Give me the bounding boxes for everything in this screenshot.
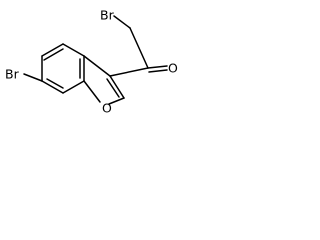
bond-o-c2 xyxy=(108,97,125,105)
bond-c2-c3-double xyxy=(106,78,120,98)
bond-carbonyl-ch2 xyxy=(129,27,149,69)
bond-carbonyl-o-double xyxy=(148,69,168,73)
bond-c6-c7 xyxy=(62,80,85,94)
bond-c3-c3a xyxy=(83,55,111,77)
atom-o-ring: O xyxy=(102,101,112,116)
bond-c7a-c3a xyxy=(62,43,85,57)
bond-carbonyl-o xyxy=(147,65,168,69)
bond-ch2-br xyxy=(113,15,131,29)
bond-c5-br xyxy=(23,73,43,82)
bond-c5-c6 xyxy=(41,80,64,94)
bond-c2-c3 xyxy=(109,75,125,99)
bond-c4-c5-double xyxy=(43,48,64,61)
bond-c3a-c4 xyxy=(41,43,64,57)
bond-c7a-o xyxy=(83,80,101,103)
atom-br-left: Br xyxy=(5,67,20,82)
bond-c6-c7-double xyxy=(46,78,64,89)
structure-diagram: Br Br O O xyxy=(5,8,178,116)
bond-c3-carbonyl xyxy=(109,67,149,77)
atom-o-carbonyl: O xyxy=(168,61,178,76)
atom-br-top: Br xyxy=(100,8,115,23)
bonds xyxy=(23,15,168,105)
atom-labels: Br Br O O xyxy=(5,8,178,116)
